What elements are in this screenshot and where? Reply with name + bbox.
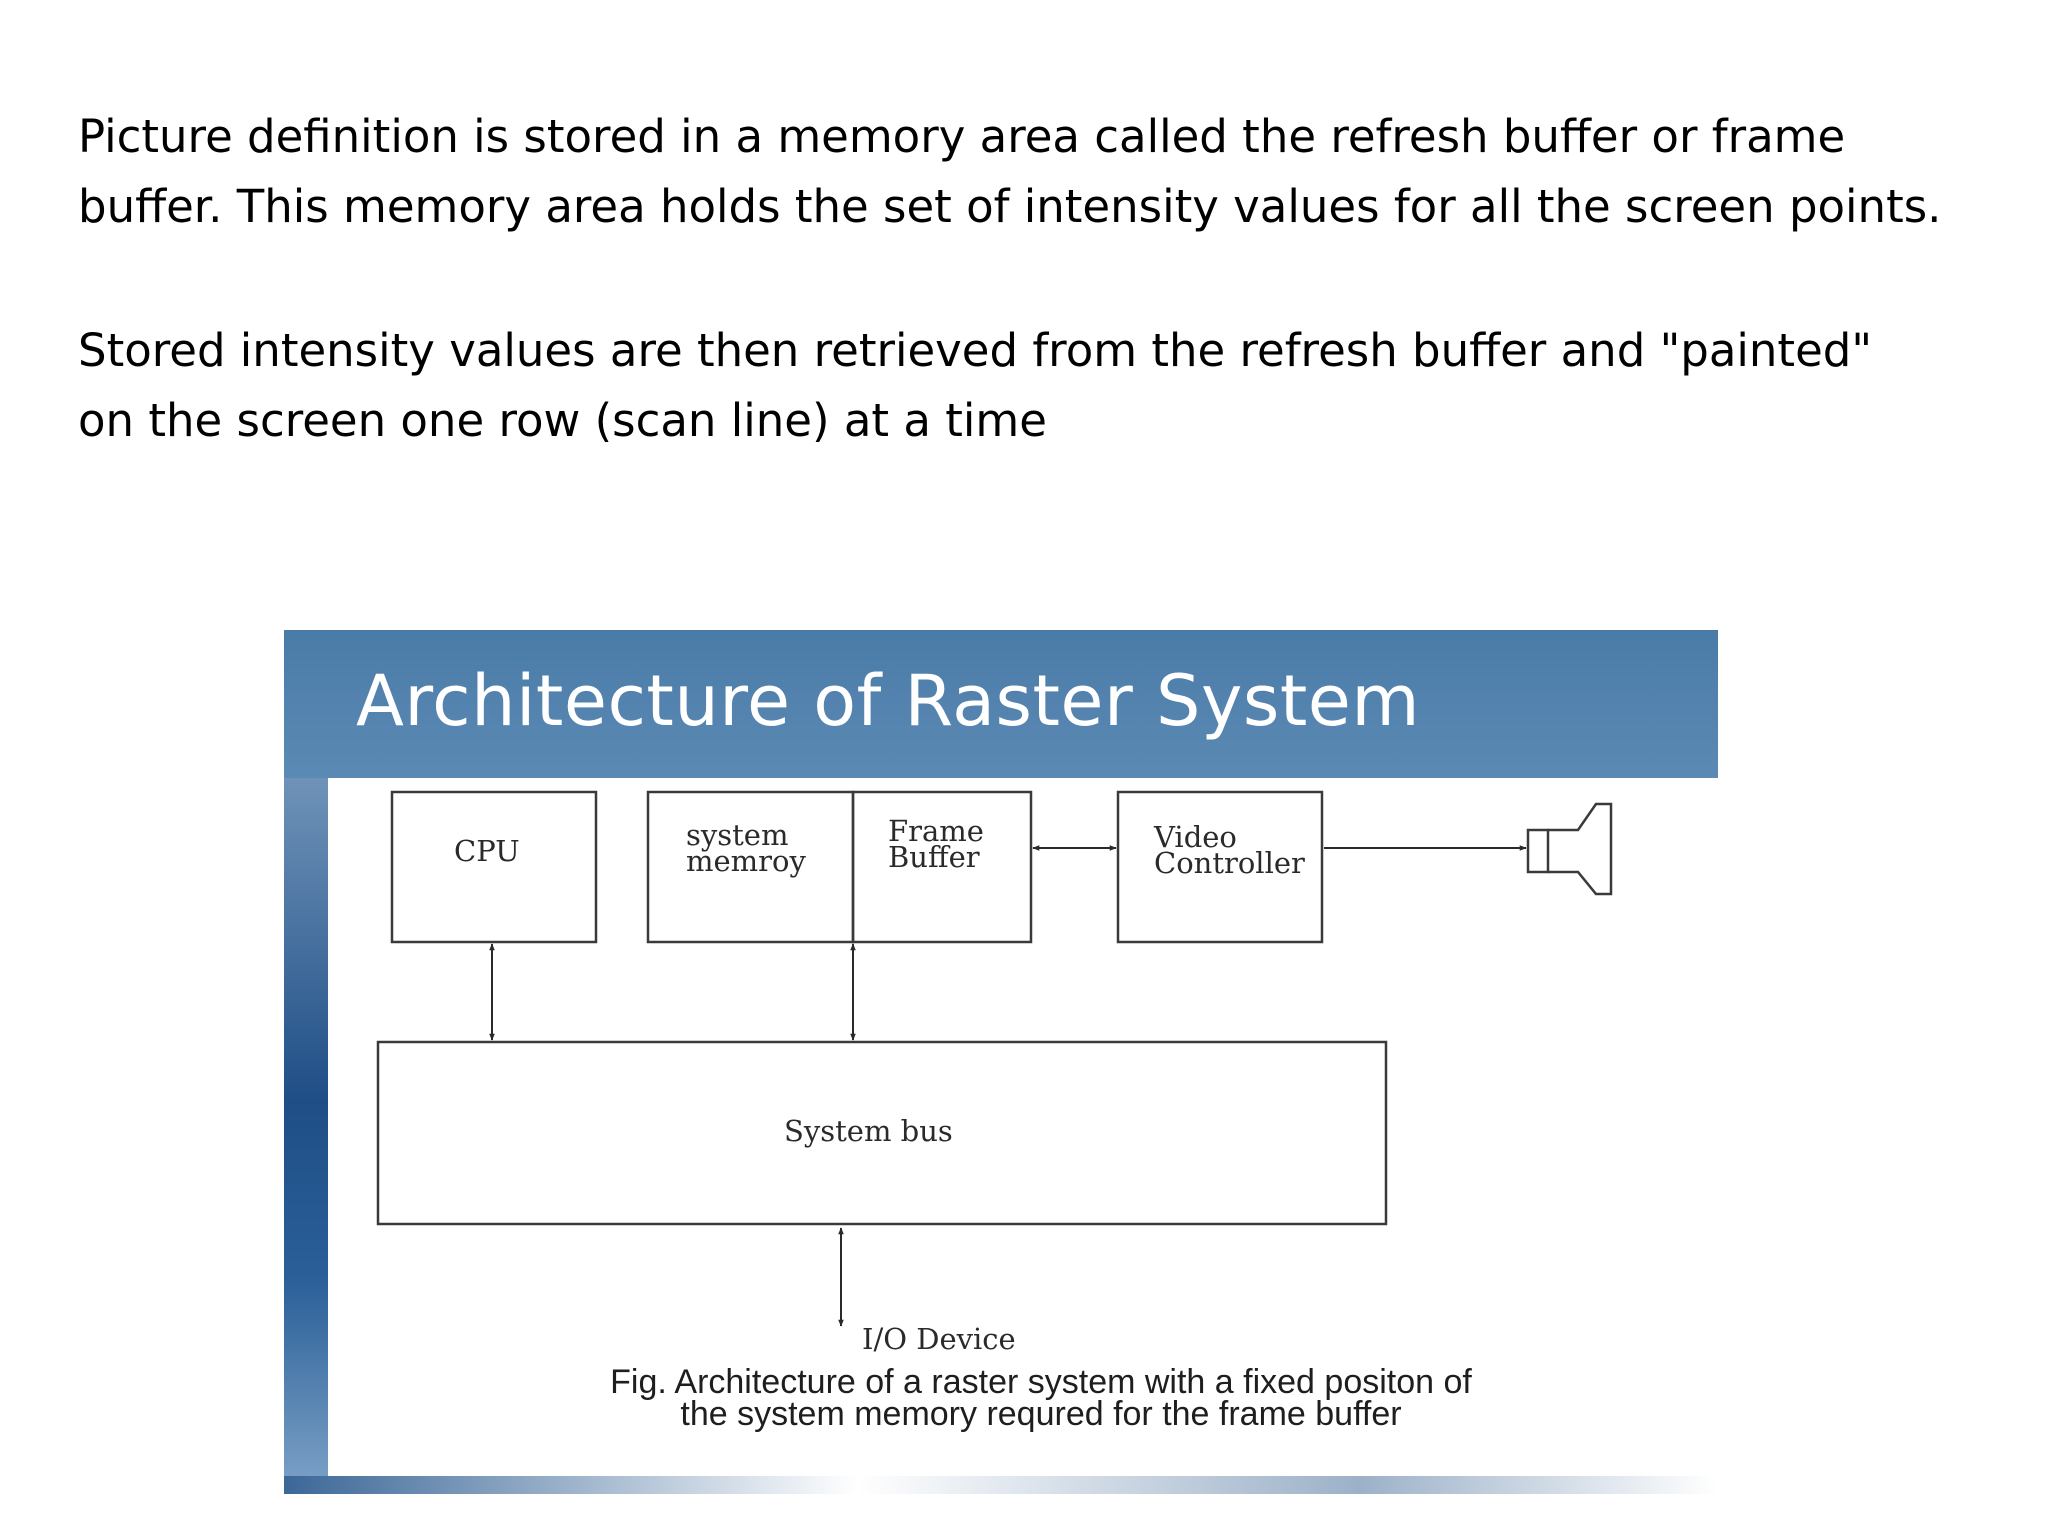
system-memory-label-line: system — [686, 818, 789, 852]
paragraph-line: on the screen one row (scan line) at a t… — [78, 394, 1047, 447]
raster-architecture-figure: Architecture of Raster System — [284, 630, 1718, 1494]
monitor-icon — [1526, 802, 1613, 896]
intro-paragraph-1: Picture definition is stored in a memory… — [78, 102, 2038, 242]
cpu-box — [390, 790, 598, 944]
cpu-label: CPU — [454, 834, 520, 868]
video-controller-label: Video Controller — [1154, 820, 1305, 880]
system-memory-label: system memroy — [686, 818, 806, 878]
video-controller-label-line: Controller — [1154, 846, 1305, 880]
paragraph-line: Picture definition is stored in a memory… — [78, 110, 1846, 163]
frame-buffer-label-line: Frame — [888, 814, 984, 848]
video-controller-box — [1116, 790, 1324, 944]
figure-caption-line: the system memory requred for the frame … — [680, 1395, 1402, 1433]
figure-caption: Fig. Architecture of a raster system wit… — [466, 1363, 1616, 1433]
block-diagram — [376, 790, 1613, 1327]
paragraph-line: buffer. This memory area holds the set o… — [78, 180, 1942, 233]
figure-title: Architecture of Raster System — [356, 660, 1421, 742]
system-bus-label: System bus — [784, 1114, 953, 1148]
figure-left-decoration — [284, 778, 328, 1494]
system-bus-box — [376, 1040, 1388, 1226]
frame-buffer-box — [851, 790, 1033, 944]
io-device-label: I/O Device — [862, 1322, 1016, 1356]
video-controller-label-line: Video — [1154, 820, 1237, 854]
frame-buffer-label: Frame Buffer — [888, 814, 984, 874]
paragraph-line: Stored intensity values are then retriev… — [78, 324, 1873, 377]
figure-caption-line: Fig. Architecture of a raster system wit… — [610, 1363, 1472, 1401]
diagram-canvas: CPU system memroy Frame Buffer Video Con… — [328, 778, 1718, 1476]
frame-buffer-label-line: Buffer — [888, 840, 980, 874]
figure-title-bar: Architecture of Raster System — [284, 630, 1718, 778]
figure-bottom-decoration — [284, 1476, 1718, 1494]
intro-paragraph-2: Stored intensity values are then retriev… — [78, 316, 2038, 456]
system-memory-label-line: memroy — [686, 844, 806, 878]
